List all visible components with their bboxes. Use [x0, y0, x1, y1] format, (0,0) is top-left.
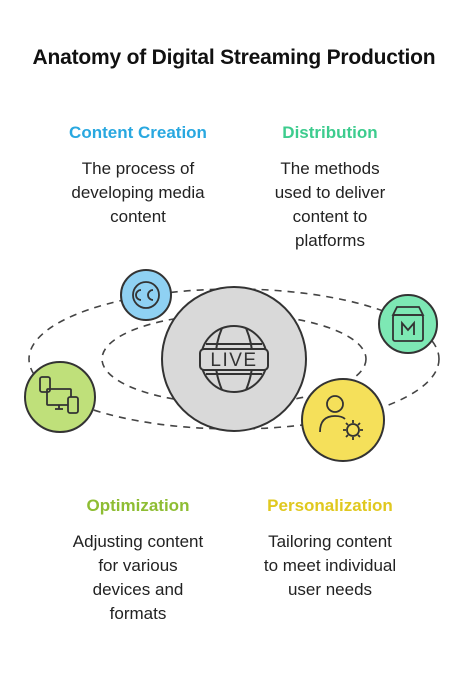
description-line: formats	[109, 604, 167, 623]
description-line: to meet individual	[263, 556, 397, 575]
optimization-description: Adjusting content for various devices an…	[38, 530, 238, 626]
description-line: Adjusting content	[72, 532, 204, 551]
description-line: for various	[98, 556, 178, 575]
content-creation-heading: Content Creation	[69, 123, 207, 142]
outer-orbit	[28, 288, 440, 430]
personalization-heading: Personalization	[267, 496, 393, 515]
description-line: platforms	[295, 231, 365, 250]
distribution-description: The methods used to deliver content to p…	[230, 157, 430, 253]
content-creation-description: The process of developing media content	[38, 157, 238, 229]
personalization-block: Personalization Tailoring content to mee…	[230, 496, 430, 602]
user-settings-icon	[319, 395, 363, 440]
optimization-node	[24, 361, 96, 433]
description-line: devices and	[92, 580, 184, 599]
distribution-heading: Distribution	[282, 123, 378, 142]
description-line: Tailoring content	[268, 532, 392, 551]
description-line: The methods	[280, 159, 380, 178]
optimization-heading: Optimization	[86, 496, 190, 515]
content-creation-node	[120, 269, 172, 321]
content-creation-block: Content Creation The process of developi…	[38, 123, 238, 229]
optimization-block: Optimization Adjusting content for vario…	[38, 496, 238, 626]
package-icon	[391, 306, 425, 342]
description-line: developing media	[71, 183, 205, 202]
live-icon	[199, 325, 269, 393]
personalization-node	[301, 378, 385, 462]
hub-label: LIVE	[210, 350, 257, 371]
description-line: content to	[292, 207, 368, 226]
distribution-block: Distribution The methods used to deliver…	[230, 123, 430, 253]
personalization-description: Tailoring content to meet individual use…	[230, 530, 430, 602]
description-line: The process of	[81, 159, 195, 178]
description-line: user needs	[287, 580, 373, 599]
hub: LIVE	[161, 286, 307, 432]
description-line: used to deliver	[274, 183, 386, 202]
description-line: content	[110, 207, 166, 226]
devices-icon	[39, 376, 79, 414]
distribution-node	[378, 294, 438, 354]
closed-captions-icon	[132, 281, 160, 309]
page-title: Anatomy of Digital Streaming Production	[32, 46, 436, 69]
